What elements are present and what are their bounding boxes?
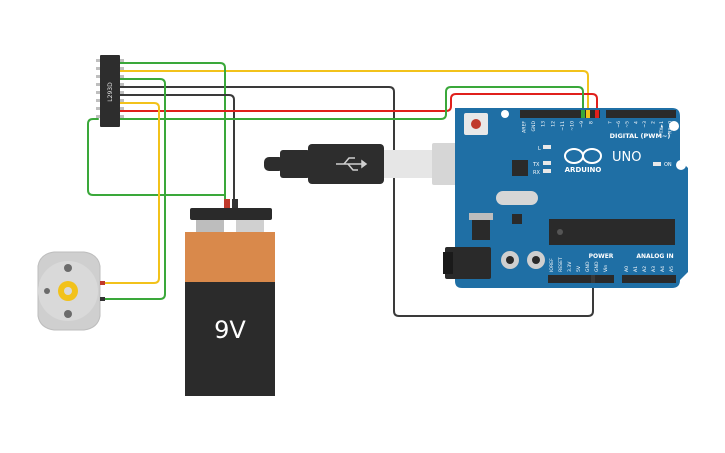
- power-pin-label: IOREF: [549, 258, 555, 272]
- wire-green-chip-to-motor[interactable]: [103, 78, 166, 300]
- dc-motor[interactable]: [37, 251, 105, 331]
- digital-pin-label: ~6: [616, 121, 622, 128]
- usb-icon: [336, 157, 368, 171]
- l293d-chip[interactable]: L293D: [96, 55, 124, 127]
- digital-pin-label: TX►1: [659, 121, 665, 134]
- analog-pin-label: A1: [633, 266, 639, 272]
- power-pin-label: 3.3V: [567, 261, 573, 272]
- analog-pin-label: A2: [642, 266, 648, 272]
- wire-green-left-loop[interactable]: [87, 118, 226, 196]
- analog-pin-label: A4: [660, 266, 666, 272]
- digital-header[interactable]: [520, 110, 676, 118]
- digital-pin-label: GND: [531, 121, 537, 132]
- digital-pin-label: ~3: [642, 121, 648, 128]
- power-jack[interactable]: [443, 247, 491, 279]
- digital-pin-label: 7: [608, 121, 614, 124]
- digital-label: DIGITAL (PWM~): [610, 132, 671, 140]
- wire-green-chip-to-pin10[interactable]: [119, 86, 584, 120]
- digital-pin-label: AREF: [522, 121, 528, 133]
- wire-black-chip-to-battery[interactable]: [119, 94, 235, 204]
- usb-cable[interactable]: [264, 143, 488, 185]
- digital-pin-label: 2: [651, 121, 657, 124]
- analog-pin-label: A0: [624, 266, 630, 272]
- digital-pin-label: ~10: [570, 121, 576, 131]
- gear-icon: [58, 281, 78, 301]
- wire-red-chip-to-pin9[interactable]: [119, 93, 598, 114]
- header-wire-ends: [581, 110, 599, 283]
- digital-pin-label: RX◄0: [668, 121, 674, 134]
- digital-pin-label: ~9: [579, 121, 585, 128]
- wire-yellow-chip-to-motor[interactable]: [103, 102, 160, 284]
- power-pin-label: GND: [585, 261, 591, 272]
- power-pin-label: 5V: [576, 265, 582, 272]
- digital-pin-label: 8: [589, 121, 595, 124]
- digital-pin-label: 4: [633, 121, 639, 124]
- on-label: ON: [664, 162, 672, 168]
- digital-pin-label: ~11: [560, 121, 566, 131]
- wires: [87, 62, 598, 317]
- digital-pin-label: ~5: [625, 121, 631, 128]
- digital-pin-label: 12: [550, 121, 556, 127]
- arduino-model: UNO: [612, 150, 641, 165]
- battery-9v[interactable]: 9V: [185, 199, 275, 396]
- wire-green-chip-to-battery[interactable]: [119, 62, 226, 204]
- arduino-logo-icon: [564, 148, 602, 164]
- power-pin-label: GND: [594, 261, 600, 272]
- analog-header[interactable]: [622, 275, 676, 283]
- wire-black-chip-to-gnd[interactable]: [119, 86, 594, 317]
- reset-button[interactable]: [464, 113, 488, 135]
- digital-pin-label: 13: [541, 121, 547, 127]
- power-header[interactable]: [548, 275, 614, 283]
- wire-yellow-chip-to-pin8[interactable]: [119, 70, 589, 114]
- power-label: POWER: [589, 253, 614, 260]
- analog-pin-label: A5: [669, 266, 675, 272]
- arduino-brand: ARDUINO: [565, 166, 602, 174]
- power-pin-label: RESET: [558, 257, 564, 272]
- power-pin-label: Vin: [603, 265, 609, 272]
- chip-label: L293D: [107, 82, 114, 102]
- analog-label: ANALOG IN: [636, 253, 673, 260]
- atmega-chip: [549, 219, 675, 245]
- battery-label: 9V: [214, 316, 246, 344]
- led-rx-label: RX: [533, 170, 540, 176]
- led-l-label: L: [538, 146, 541, 152]
- analog-pin-label: A3: [651, 266, 657, 272]
- led-tx-label: TX: [532, 162, 540, 168]
